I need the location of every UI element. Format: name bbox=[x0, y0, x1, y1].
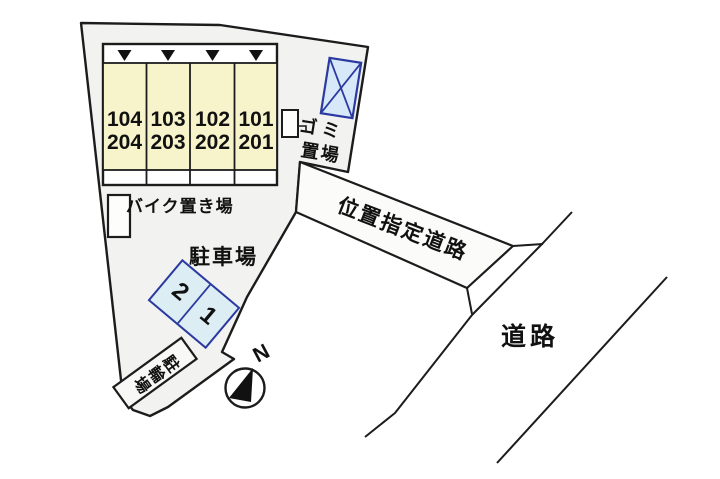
unit-number-upper: 103 bbox=[150, 108, 186, 131]
bike-storage-box bbox=[106, 193, 132, 239]
road-left-edge bbox=[364, 211, 573, 438]
road-band-connector bbox=[466, 287, 473, 315]
unit-entrance-marker-icon bbox=[205, 50, 220, 61]
bike-storage-label: バイク置き場 bbox=[126, 197, 234, 216]
bicycle-parking-box bbox=[111, 336, 199, 410]
garbage-cross-line bbox=[320, 62, 362, 114]
parking-space-divider bbox=[176, 283, 212, 325]
road-band-end-segment bbox=[512, 243, 544, 247]
unit-number-upper: 104 bbox=[106, 108, 143, 131]
unit-entrance-marker-icon bbox=[161, 50, 175, 61]
unit-number-upper: 102 bbox=[194, 108, 231, 131]
unit-number-lower: 201 bbox=[238, 131, 274, 154]
car-parking-label: 駐車場 bbox=[189, 246, 258, 269]
unit-number-lower: 202 bbox=[194, 131, 231, 154]
unit-number-upper: 101 bbox=[238, 108, 274, 131]
road-label: 道路 bbox=[501, 323, 560, 351]
garbage-label-connector bbox=[298, 125, 307, 132]
unit-entrance-marker-icon bbox=[249, 50, 263, 61]
unit-number-lower: 203 bbox=[150, 131, 186, 154]
road-right-edge bbox=[496, 276, 668, 464]
garbage-box bbox=[281, 109, 299, 138]
unit-number-lower: 204 bbox=[106, 131, 143, 154]
unit-entrance-marker-icon bbox=[117, 50, 132, 61]
compass-needle-icon bbox=[229, 368, 253, 402]
